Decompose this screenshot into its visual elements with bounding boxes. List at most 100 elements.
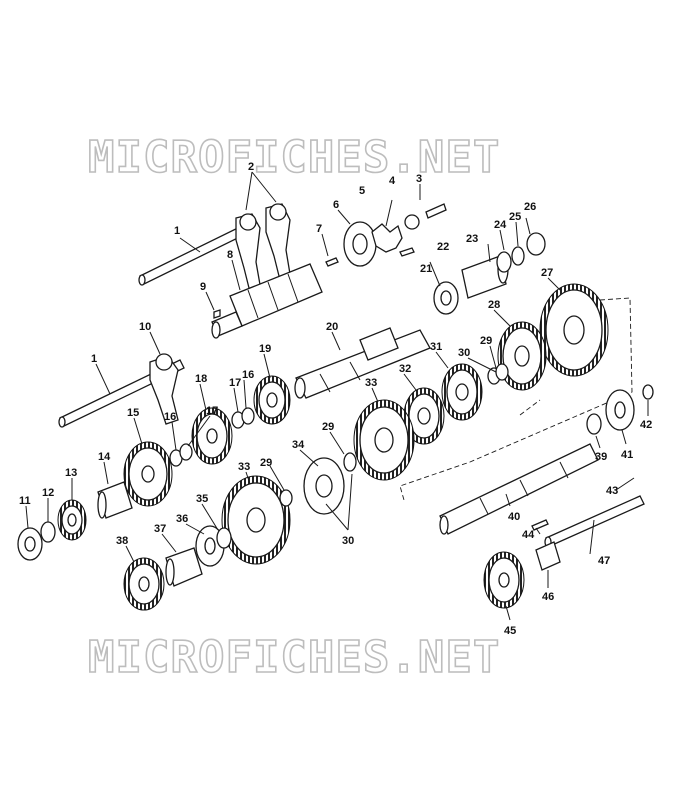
callout-29c: 29 (260, 457, 272, 469)
callout-24: 24 (494, 219, 507, 231)
assembly-guide-lines (399, 297, 633, 501)
ring-16 (241, 407, 255, 425)
plug-42 (642, 384, 654, 400)
callout-6: 6 (333, 199, 339, 211)
bearing-41 (605, 389, 635, 431)
pin-21 (399, 247, 415, 257)
callout-33b: 33 (238, 461, 250, 473)
shift-fork-single (149, 353, 179, 425)
callout-1b: 1 (91, 353, 97, 365)
callout-17b: 17 (206, 405, 218, 417)
gear-33-lower (221, 475, 291, 565)
gear-13 (57, 499, 87, 541)
callout-42: 42 (640, 419, 652, 431)
callout-47: 47 (598, 555, 610, 567)
watermark-bottom: MICROFICHES.NET (88, 632, 500, 683)
callout-25: 25 (509, 211, 521, 223)
sleeve-46 (535, 541, 561, 571)
callout-36: 36 (176, 513, 188, 525)
callout-7: 7 (316, 223, 322, 235)
bolt-3 (425, 203, 447, 219)
sleeve-37 (165, 547, 203, 587)
callout-2: 2 (248, 161, 254, 173)
callout-8: 8 (227, 249, 233, 261)
pin-9 (213, 309, 221, 319)
gear-31 (441, 363, 483, 421)
callout-14: 14 (98, 451, 111, 463)
gear-18 (191, 407, 233, 465)
callout-21: 21 (420, 263, 432, 275)
callout-29b: 29 (322, 421, 334, 433)
callout-16b: 16 (164, 411, 176, 423)
callout-39: 39 (595, 451, 607, 463)
callout-22: 22 (437, 241, 449, 253)
callout-32: 32 (399, 363, 411, 375)
callout-9: 9 (200, 281, 206, 293)
leader-lines (25, 171, 649, 621)
callout-27: 27 (541, 267, 553, 279)
callout-11: 11 (19, 495, 31, 507)
callout-19: 19 (259, 343, 271, 355)
pin-44 (531, 519, 549, 531)
callout-44: 44 (522, 529, 535, 541)
callout-23: 23 (466, 233, 478, 245)
watermark-top: MICROFICHES.NET (88, 132, 500, 183)
callout-18: 18 (195, 373, 207, 385)
callout-31: 31 (430, 341, 442, 353)
washer-4 (404, 214, 420, 230)
gear-45 (483, 551, 525, 609)
callout-10: 10 (139, 321, 151, 333)
callout-41: 41 (621, 449, 633, 461)
callout-1: 1 (174, 225, 180, 237)
callout-29: 29 (480, 335, 492, 347)
callout-45: 45 (504, 625, 516, 637)
ring-30-upper (495, 363, 509, 381)
gear-15 (123, 441, 173, 507)
callout-16: 16 (242, 369, 254, 381)
shaft-47 (545, 495, 645, 547)
callout-5: 5 (359, 185, 365, 197)
callout-34: 34 (292, 439, 305, 451)
gear-38 (123, 557, 165, 611)
ring-29-lower (279, 489, 293, 507)
shaft-40 (439, 443, 599, 535)
callout-28: 28 (488, 299, 500, 311)
bearing-11 (17, 527, 43, 561)
callout-17: 17 (229, 377, 241, 389)
bearing-6 (343, 221, 377, 267)
collar-26 (526, 232, 546, 256)
callout-3: 3 (416, 173, 422, 185)
callout-15: 15 (127, 407, 139, 419)
gear-27 (539, 283, 609, 377)
callout-12: 12 (42, 487, 54, 499)
ring-29-mid (343, 452, 357, 472)
callout-43: 43 (606, 485, 618, 497)
hub-34 (303, 457, 345, 515)
detent-plate-5 (371, 223, 403, 253)
washer-24 (496, 251, 512, 273)
callout-46: 46 (542, 591, 554, 603)
callout-20: 20 (326, 321, 338, 333)
callout-4: 4 (389, 175, 396, 187)
callout-labels: 1 2 3 4 5 6 7 8 9 10 1 20 21 22 23 24 25… (19, 161, 652, 637)
gear-19 (253, 375, 291, 425)
callout-37: 37 (154, 523, 166, 535)
ring-35 (216, 527, 232, 549)
callout-30: 30 (458, 347, 470, 359)
shift-drum (211, 263, 323, 339)
shaft-20 (294, 327, 431, 399)
bushing-23 (461, 255, 507, 299)
pin-7 (325, 257, 339, 267)
ring-39 (586, 413, 602, 435)
sleeve-14 (97, 481, 133, 519)
ring-12 (40, 521, 56, 543)
gear-33-upper (353, 399, 415, 481)
callout-26: 26 (524, 201, 536, 213)
callout-40: 40 (508, 511, 520, 523)
ring-25 (511, 246, 525, 266)
callout-33: 33 (365, 377, 377, 389)
gear-32 (403, 387, 445, 445)
ring-17-left (179, 443, 193, 461)
callout-13: 13 (65, 467, 77, 479)
